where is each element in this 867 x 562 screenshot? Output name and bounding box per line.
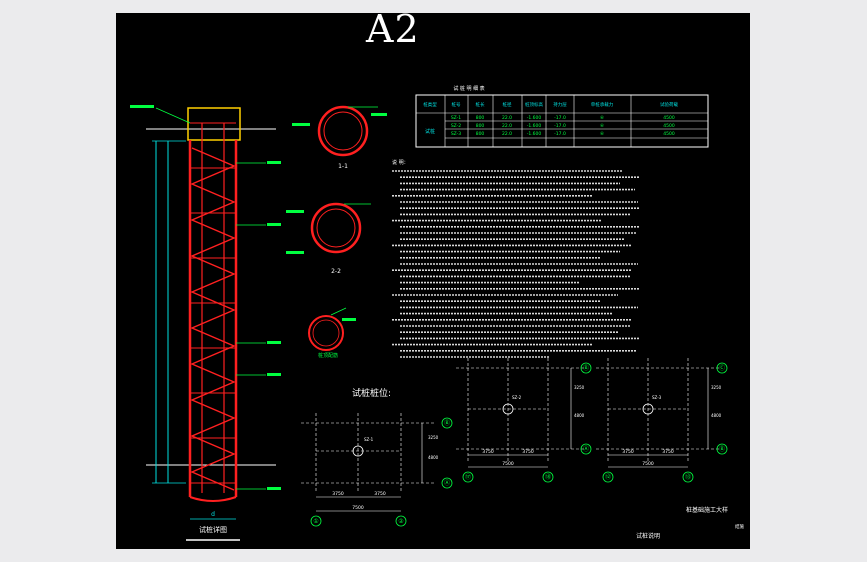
table-cell: 22.0 bbox=[502, 131, 512, 137]
table-cell: -17.0 bbox=[554, 115, 566, 121]
section-top-label: 桩顶配筋 bbox=[318, 352, 338, 359]
table-cell: ⑥ bbox=[600, 115, 604, 121]
test-position-title: 试桩桩位: bbox=[352, 387, 391, 399]
p2-dim-b: 3750 bbox=[522, 449, 534, 455]
table-cell: ⑥ bbox=[600, 123, 604, 129]
table-cell: 800 bbox=[476, 123, 485, 129]
table-cell: -1.600 bbox=[527, 131, 542, 137]
table-title: 试 桩 明 细 表 bbox=[453, 85, 484, 92]
th-2: 桩长 bbox=[476, 101, 485, 108]
table-group-label: 试桩 bbox=[425, 128, 435, 135]
table-cell: ⑥ bbox=[600, 131, 604, 137]
pile-detail-caption: 试桩详图 bbox=[199, 525, 227, 534]
table-cell: SZ-1 bbox=[451, 115, 461, 121]
project-title: 桩基础施工大样 bbox=[686, 506, 728, 514]
table-cell: -1.600 bbox=[527, 115, 542, 121]
p3-axis-3: Ⓒ bbox=[719, 364, 725, 372]
th-0: 桩类型 bbox=[423, 101, 437, 108]
p1-axis-2: ② bbox=[398, 518, 404, 525]
test-position-1: SZ-1 3750 3750 7500 3250 4800 ① ② Ⓑ Ⓐ bbox=[301, 413, 453, 527]
spiral-stirrup bbox=[190, 122, 236, 491]
p2-dim-total: 7500 bbox=[502, 461, 514, 467]
table-cell: SZ-2 bbox=[451, 123, 461, 129]
table-cell: 800 bbox=[476, 131, 485, 137]
pile-elevation: 试桩详图 d bbox=[130, 105, 281, 541]
table-cell: 4500 bbox=[663, 123, 675, 129]
p2-axis-3: Ⓑ bbox=[583, 364, 589, 372]
table-cell: 800 bbox=[476, 115, 485, 121]
cad-drawing: 试桩详图 d 1-1 2-2 桩顶配筋 bbox=[130, 85, 744, 541]
section-top: 桩顶配筋 bbox=[308, 307, 356, 359]
p2-axis-2: ⑱ bbox=[545, 473, 551, 481]
section-1-1: 1-1 bbox=[292, 105, 387, 170]
spiral-path bbox=[190, 147, 236, 491]
table-cell: -1.600 bbox=[527, 123, 542, 129]
p2-axis-4: Ⓐ bbox=[583, 445, 589, 453]
p2-vert-b: 4800 bbox=[574, 413, 585, 418]
p1-label: SZ-1 bbox=[364, 437, 374, 442]
test-position-3: SZ-3 3750 3750 7500 3250 4800 ⑫ ⑬ Ⓒ Ⓑ bbox=[596, 358, 728, 483]
th-3: 桩径 bbox=[503, 101, 512, 108]
section-2-2-label: 2-2 bbox=[331, 268, 341, 275]
p1-axis-1: ① bbox=[313, 518, 318, 525]
title-block: 桩基础施工大样 试桩说明 结施 bbox=[636, 506, 744, 540]
p3-axis-2: ⑬ bbox=[685, 473, 691, 481]
table-cell: SZ-3 bbox=[451, 131, 461, 137]
table-cell: -17.0 bbox=[554, 123, 566, 129]
p1-axis-3: Ⓑ bbox=[444, 419, 450, 427]
table-cell: 4500 bbox=[663, 131, 675, 137]
th-5: 持力层 bbox=[553, 101, 567, 108]
p2-vert-a: 3250 bbox=[574, 385, 585, 390]
sheet-number: 结施 bbox=[735, 523, 744, 530]
p3-axis-1: ⑫ bbox=[605, 473, 611, 481]
design-notes: 说 明： bbox=[392, 159, 640, 358]
p3-dim-total: 7500 bbox=[642, 461, 654, 467]
th-7: 试验荷载 bbox=[660, 101, 678, 108]
pile-schedule-table: 试 桩 明 细 表 桩类型 桩号 桩长 桩径 桩顶标高 持力层 bbox=[415, 85, 709, 148]
section-1-1-label: 1-1 bbox=[338, 163, 348, 170]
drawing-sheet: A2 bbox=[116, 7, 750, 549]
table-cell: 22.0 bbox=[502, 115, 512, 121]
p2-label: SZ-2 bbox=[512, 395, 522, 400]
th-1: 桩号 bbox=[452, 101, 461, 108]
p1-dim-a: 3750 bbox=[332, 491, 344, 497]
p3-axis-4: Ⓑ bbox=[719, 445, 725, 453]
p3-dim-a: 3750 bbox=[622, 449, 634, 455]
p3-label: SZ-3 bbox=[652, 395, 662, 400]
pile-diameter-label: d bbox=[211, 511, 215, 518]
sheet-size-title: A2 bbox=[366, 7, 420, 51]
section-2-2: 2-2 bbox=[286, 202, 371, 275]
p3-vert-a: 3250 bbox=[711, 385, 722, 390]
test-position-2: SZ-2 3750 3750 7500 3250 4800 ⑰ ⑱ Ⓑ Ⓐ bbox=[456, 358, 592, 483]
p1-vert-b: 4800 bbox=[428, 455, 439, 460]
notes-title: 说 明： bbox=[392, 159, 409, 166]
p3-vert-b: 4800 bbox=[711, 413, 722, 418]
p1-dim-total: 7500 bbox=[352, 505, 364, 511]
th-6: 单桩承载力 bbox=[591, 101, 614, 108]
table-cell: 22.0 bbox=[502, 123, 512, 129]
p3-dim-b: 3750 bbox=[662, 449, 674, 455]
p1-vert-a: 3250 bbox=[428, 435, 439, 440]
p1-axis-4: Ⓐ bbox=[444, 479, 450, 487]
pile-cap bbox=[187, 107, 241, 141]
th-4: 桩顶标高 bbox=[525, 101, 543, 108]
p2-axis-1: ⑰ bbox=[465, 473, 471, 481]
table-cell: -17.0 bbox=[554, 131, 566, 137]
p2-dim-a: 3750 bbox=[482, 449, 494, 455]
table-cell: 4500 bbox=[663, 115, 675, 121]
drawing-name: 试桩说明 bbox=[636, 532, 660, 540]
p1-dim-b: 3750 bbox=[374, 491, 386, 497]
